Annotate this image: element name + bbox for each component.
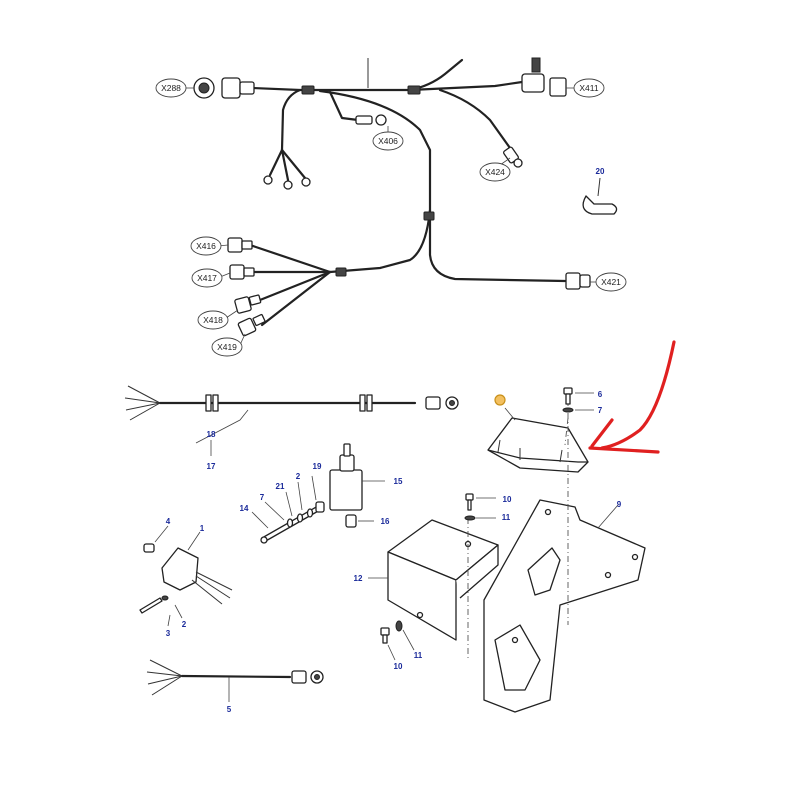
svg-text:X421: X421 [601, 277, 621, 287]
callout-11b: 11 [414, 651, 423, 660]
connector-label-x424: X424 [479, 162, 511, 182]
svg-text:X288: X288 [161, 83, 181, 93]
callout-12: 12 [354, 574, 363, 583]
callout-18: 18 [207, 430, 216, 439]
cable-tie-part [582, 177, 618, 215]
svg-text:X424: X424 [485, 167, 505, 177]
screw-part-6 [562, 387, 594, 413]
callout-20: 20 [596, 167, 605, 176]
switch-part [329, 443, 385, 511]
main-harness [193, 57, 591, 337]
screw-part-10-lower [380, 620, 415, 661]
callout-3: 3 [166, 629, 171, 638]
callout-19: 19 [313, 462, 322, 471]
highlight-callout-8 [494, 394, 506, 406]
connector-label-x417: X417 [191, 268, 223, 288]
cable-part-5 [146, 659, 324, 702]
connector-label-x419: X419 [211, 337, 243, 357]
connector-label-x418: X418 [197, 310, 229, 330]
connector-label-x421: X421 [595, 272, 627, 292]
connector-label-x416: X416 [190, 236, 222, 256]
callout-17: 17 [207, 462, 216, 471]
red-arrow-icon [588, 340, 676, 454]
screw-part-10 [464, 493, 496, 521]
svg-text:X417: X417 [197, 273, 217, 283]
svg-text:X419: X419 [217, 342, 237, 352]
callout-9: 9 [617, 500, 622, 509]
fastener-stack [251, 475, 374, 544]
callout-16: 16 [381, 517, 390, 526]
callout-1: 1 [200, 524, 205, 533]
callout-15: 15 [394, 477, 403, 486]
connector-part-1 [139, 525, 233, 627]
svg-text:X406: X406 [378, 136, 398, 146]
svg-text:X411: X411 [579, 83, 598, 93]
cover-part [368, 519, 499, 641]
callout-11: 11 [502, 513, 511, 522]
bracket-part [483, 499, 646, 713]
callout-10b: 10 [394, 662, 403, 671]
connector-label-x411: X411 [573, 78, 605, 98]
svg-text:X418: X418 [203, 315, 223, 325]
callout-5: 5 [227, 705, 232, 714]
callout-21: 21 [276, 482, 285, 491]
callout-7b: 7 [260, 493, 265, 502]
cable-part-18 [124, 385, 459, 456]
control-module-part [487, 417, 589, 473]
connector-label-x288: X288 [155, 78, 187, 98]
callout-7: 7 [598, 406, 603, 415]
callout-14: 14 [240, 504, 249, 513]
callout-10: 10 [503, 495, 512, 504]
callout-2b: 2 [182, 620, 187, 629]
callout-numbers: 20 18 17 6 7 9 10 11 12 10 11 15 16 19 2… [166, 167, 622, 714]
callout-2: 2 [296, 472, 301, 481]
callout-6: 6 [598, 390, 603, 399]
callout-4: 4 [166, 517, 171, 526]
svg-text:X416: X416 [196, 241, 216, 251]
connector-label-x406: X406 [372, 131, 404, 151]
